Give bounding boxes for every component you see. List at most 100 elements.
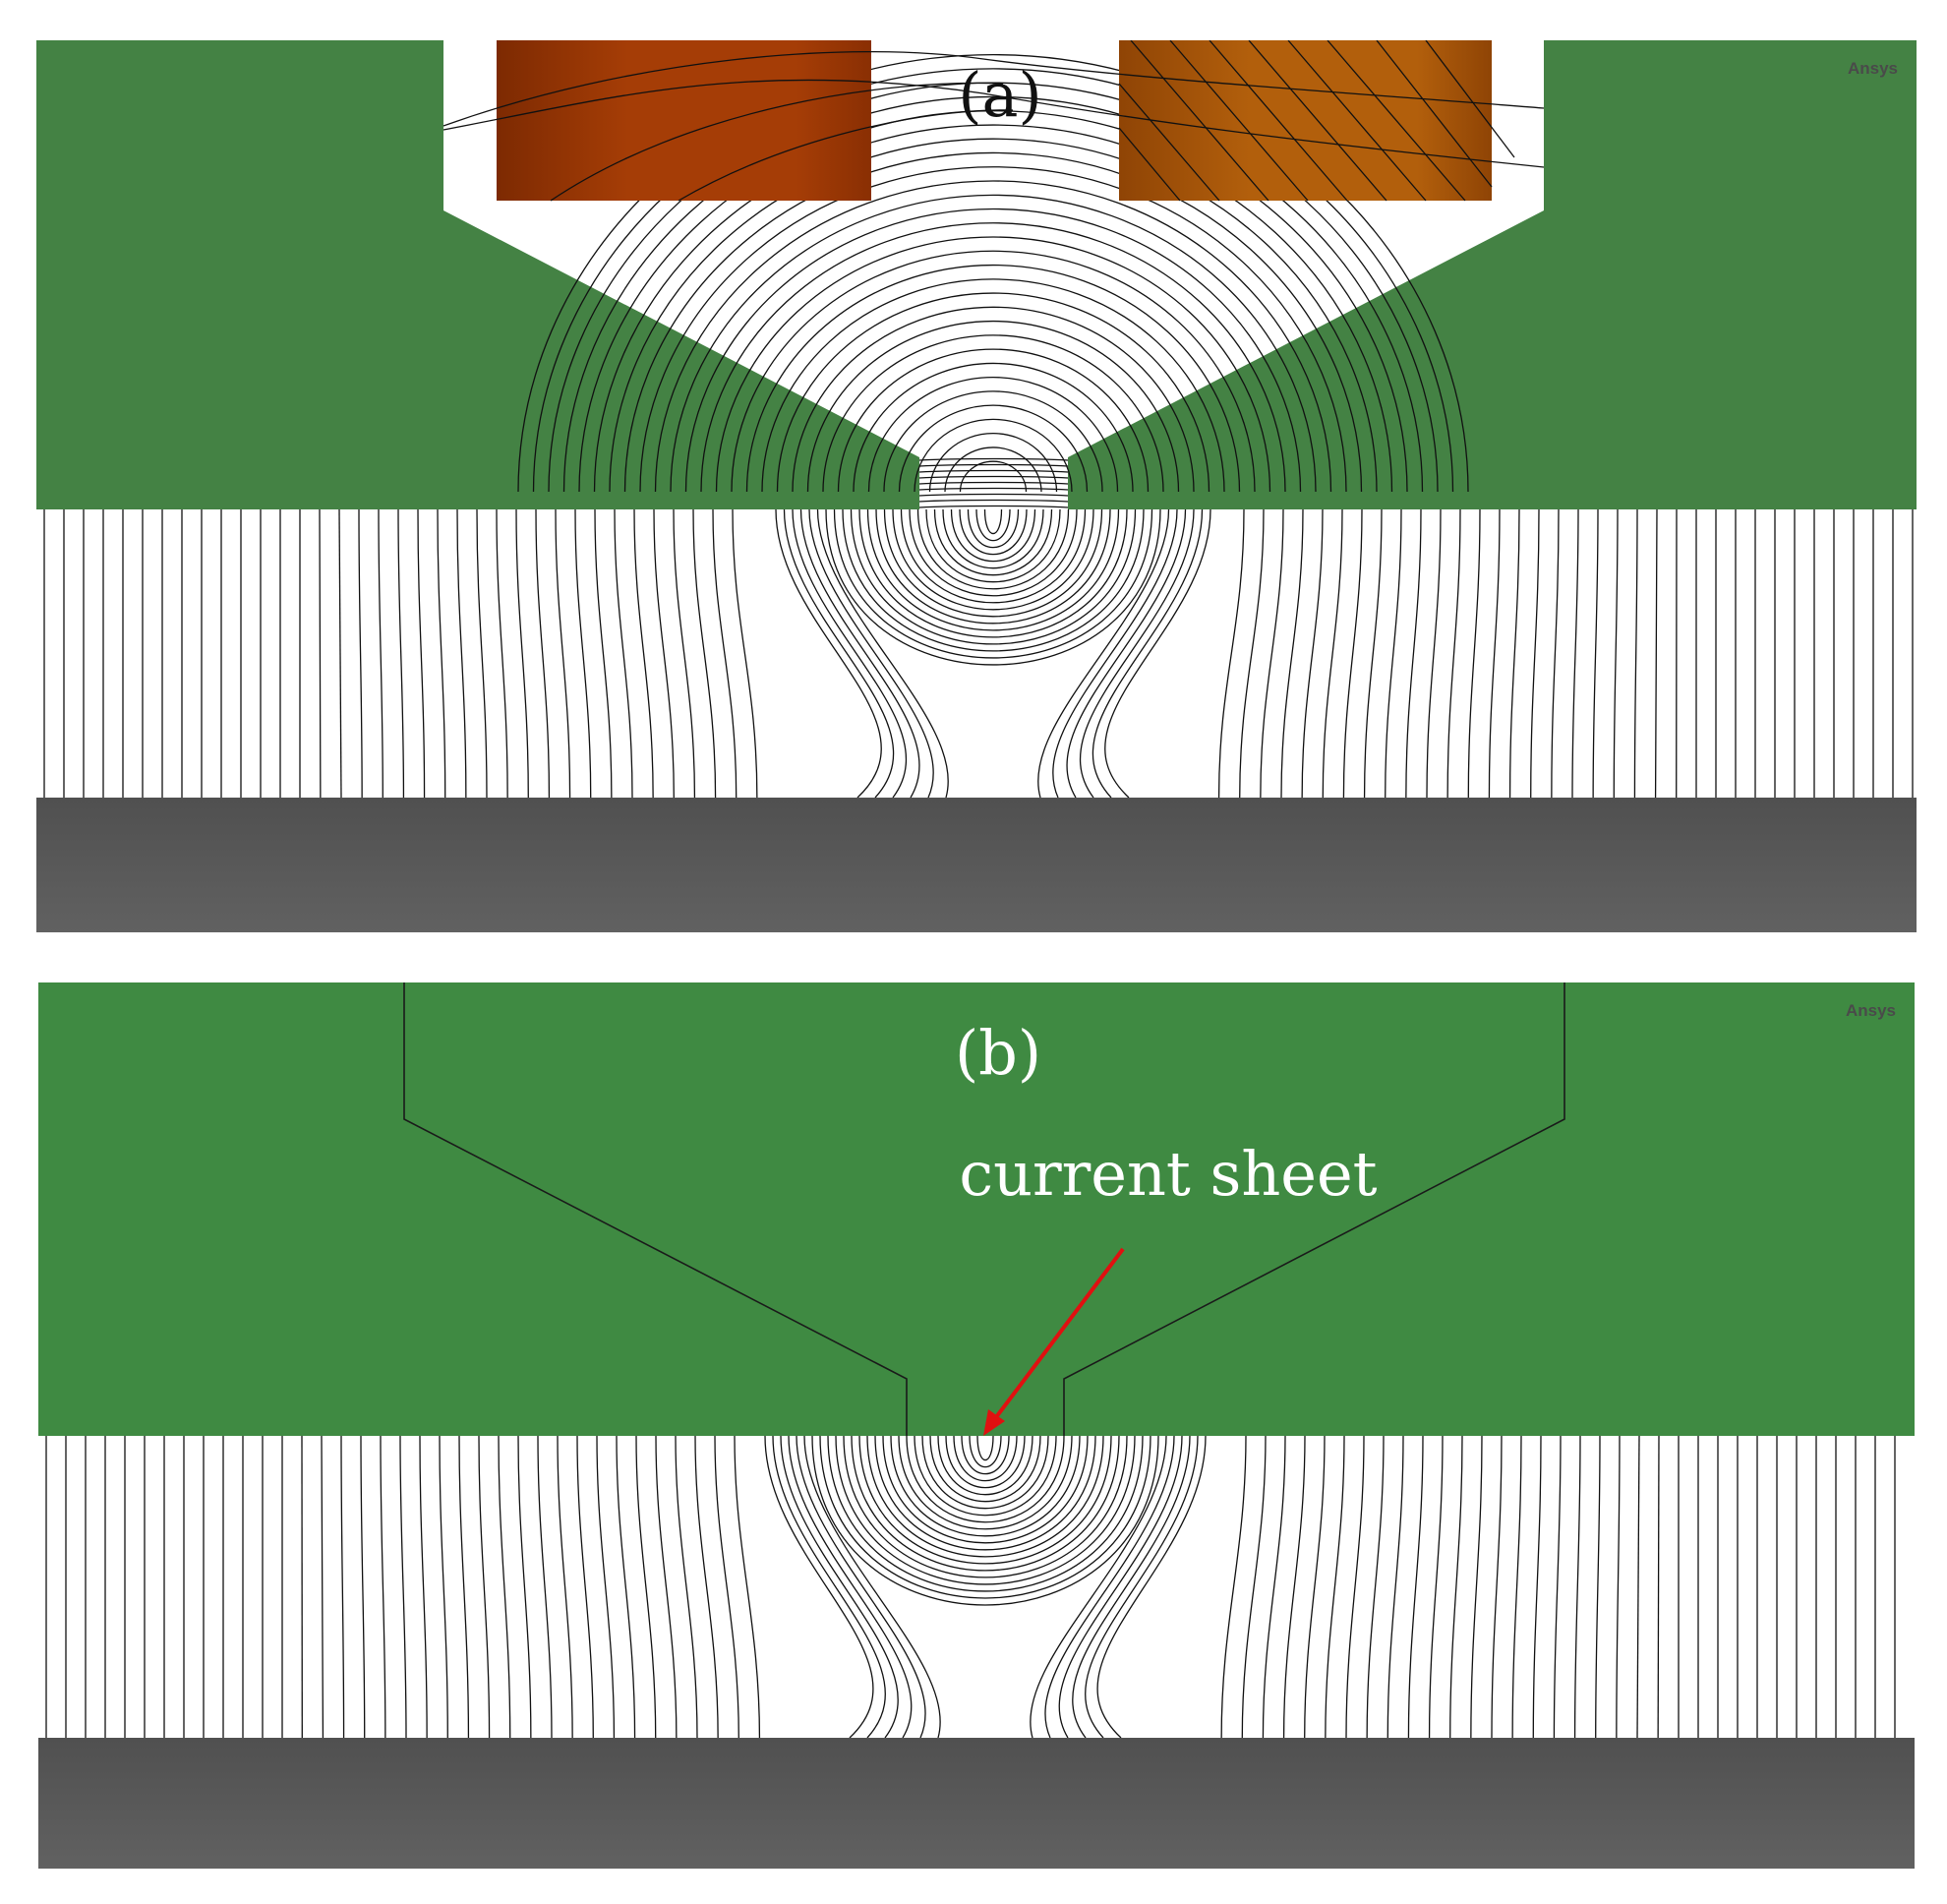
field-line [1595, 1435, 1601, 1739]
panel-b [38, 982, 1915, 1869]
field-line [892, 508, 1094, 611]
coil-field-line [1169, 40, 1309, 202]
field-line [734, 1435, 761, 1739]
field-line [694, 1435, 719, 1739]
field-line [959, 460, 1028, 493]
coil-field-line [1248, 40, 1387, 202]
field-line [1363, 508, 1383, 799]
field-line [835, 1435, 1136, 1585]
field-line [700, 222, 1286, 493]
field-line [338, 508, 342, 799]
ansys-logo-a: Ansys [1848, 59, 1898, 78]
field-line [496, 508, 508, 799]
field-line [1072, 1435, 1191, 1739]
field-line [1241, 1435, 1267, 1739]
field-line [1571, 508, 1579, 799]
field-line [1508, 508, 1520, 799]
field-line [633, 508, 654, 799]
field-line [925, 508, 1061, 583]
field-line [498, 1435, 511, 1739]
coil-field-line [442, 50, 1545, 127]
field-line [967, 508, 1020, 549]
field-line [792, 306, 1195, 493]
field-line [360, 1435, 366, 1739]
field-line [1657, 1435, 1660, 1739]
field-line [1553, 1435, 1562, 1739]
field-line [799, 508, 920, 799]
field-line [1260, 508, 1284, 799]
field-line [825, 508, 1161, 666]
field-line [788, 1435, 913, 1739]
field-line [783, 508, 895, 799]
field-line [866, 1435, 1104, 1558]
field-line [929, 1435, 1041, 1503]
field-line [961, 1435, 1010, 1475]
field-line [937, 1435, 1033, 1496]
field-line [776, 292, 1210, 493]
field-line [1342, 508, 1363, 799]
field-line [1633, 508, 1638, 799]
field-line [909, 508, 1078, 597]
field-line [1532, 1435, 1542, 1739]
field-line [1325, 1435, 1345, 1739]
field-line [837, 348, 1150, 493]
field-line [458, 1435, 470, 1739]
field-line [576, 1435, 594, 1739]
field-line [806, 320, 1180, 493]
field-line [1085, 1435, 1199, 1739]
field-line [417, 508, 426, 799]
coil-field-line [1327, 40, 1466, 202]
field-line [1304, 1435, 1326, 1739]
field-line [1239, 508, 1265, 799]
field-line [906, 1435, 1065, 1523]
field-line [764, 1435, 874, 1739]
field-line [1654, 508, 1658, 799]
field-line [918, 487, 1069, 491]
field-line [1301, 508, 1324, 799]
field-line [635, 1435, 657, 1739]
field-line [476, 508, 488, 799]
field-line [819, 1435, 1151, 1599]
field-line [816, 508, 949, 799]
field-line [321, 1435, 324, 1739]
field-line [419, 1435, 428, 1739]
field-line [866, 508, 1120, 631]
field-line [843, 1435, 1128, 1578]
field-line [535, 508, 551, 799]
field-line [890, 1435, 1081, 1537]
field-line [916, 508, 1070, 590]
field-line [1322, 508, 1343, 799]
field-line [918, 475, 1069, 479]
plate-b [38, 1738, 1915, 1869]
field-line [1573, 1435, 1581, 1739]
field-line [808, 508, 934, 799]
field-line [1044, 1435, 1175, 1739]
field-line [594, 508, 613, 799]
field-line [851, 1435, 1120, 1572]
field-line [655, 1435, 678, 1739]
field-line [1386, 1435, 1404, 1739]
field-line [670, 194, 1317, 493]
field-line [918, 481, 1069, 485]
field-line [517, 54, 1469, 493]
field-line [842, 508, 1145, 652]
field-line [593, 124, 1393, 493]
field-line [517, 1435, 532, 1739]
current-sheet-arrow [983, 1247, 1125, 1436]
coil-right [1119, 40, 1492, 201]
field-line [654, 180, 1332, 493]
coil-field-line [1118, 83, 1220, 202]
field-line [673, 508, 696, 799]
field-line [714, 1435, 739, 1739]
field-line [1426, 508, 1442, 799]
field-line [537, 1435, 553, 1739]
field-line [867, 377, 1119, 493]
field-line [1428, 1435, 1444, 1739]
field-line [944, 446, 1042, 493]
field-line [1613, 508, 1619, 799]
field-line [953, 1435, 1018, 1482]
field-line [1030, 1435, 1167, 1739]
field-line [945, 1435, 1026, 1489]
field-lines-a [517, 54, 1469, 493]
